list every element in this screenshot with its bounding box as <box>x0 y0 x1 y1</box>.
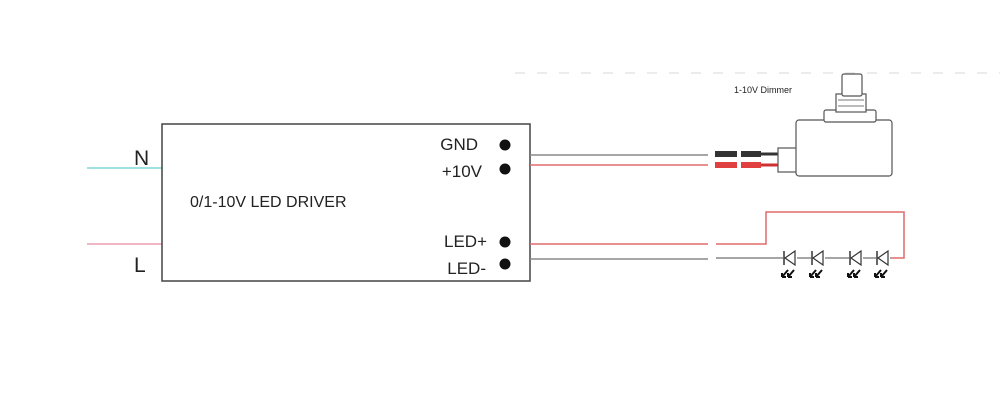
light-arrow-icon <box>847 269 855 278</box>
driver-title: 0/1-10V LED DRIVER <box>190 194 347 211</box>
terminal-led-minus-label: LED- <box>447 259 486 278</box>
terminal-led-plus-label: LED+ <box>444 232 487 251</box>
light-arrow-icon <box>853 269 861 278</box>
terminal-led-minus-dot <box>499 258 511 270</box>
light-arrow-icon <box>874 269 882 278</box>
terminal-led-plus-dot <box>499 236 511 248</box>
led-string <box>781 249 890 278</box>
terminal-10v-dot <box>499 163 511 175</box>
led-2 <box>809 249 825 278</box>
light-arrow-icon <box>787 269 795 278</box>
line-label: L <box>134 254 146 277</box>
light-arrow-icon <box>815 269 823 278</box>
light-arrow-icon <box>809 269 817 278</box>
terminal-gnd-label: GND <box>440 135 478 154</box>
neutral-label: N <box>134 147 149 170</box>
terminal-10v-label: +10V <box>442 162 483 181</box>
led-3 <box>847 249 863 278</box>
led-driver-box <box>161 123 531 282</box>
led-4 <box>874 249 890 278</box>
led-string-positive-loop <box>716 211 905 259</box>
light-arrow-icon <box>781 269 789 278</box>
light-arrow-icon <box>880 269 888 278</box>
black-wire-connector <box>715 151 737 157</box>
red-wire-lead <box>741 162 761 168</box>
dimmer-label: 1-10V Dimmer <box>734 85 792 95</box>
black-wire-lead <box>741 151 761 157</box>
red-wire-connector <box>715 162 737 168</box>
led-1 <box>781 249 797 278</box>
terminal-gnd-dot <box>499 139 511 151</box>
dimmer-module <box>777 73 893 177</box>
dimmer-knob <box>841 73 863 97</box>
